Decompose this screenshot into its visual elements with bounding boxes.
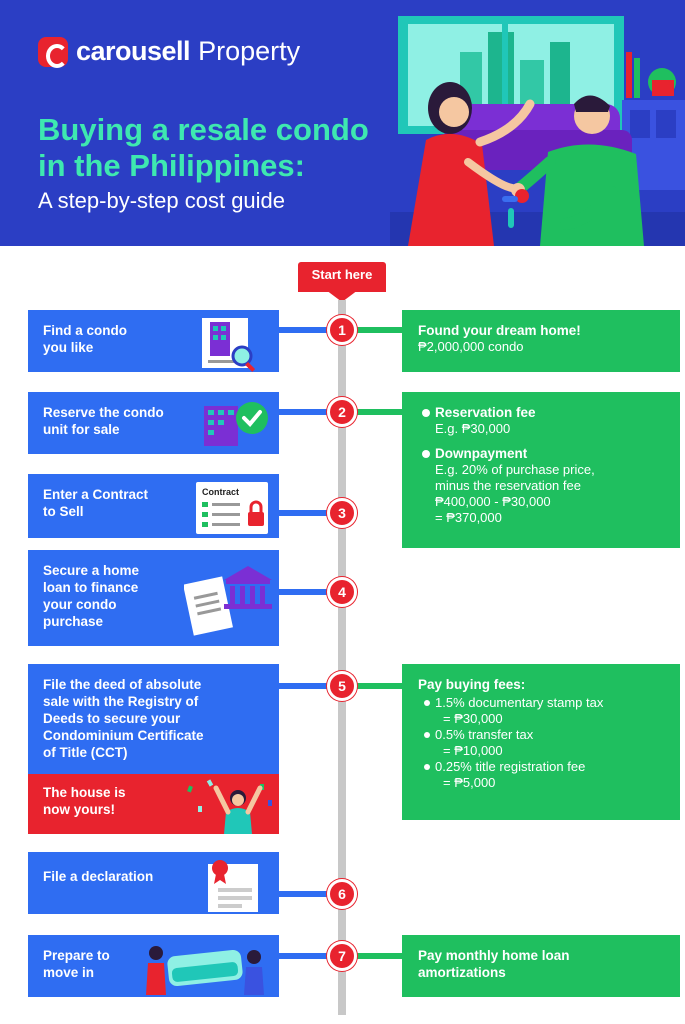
brand-suffix: Property — [198, 36, 301, 66]
connector-cost-5 — [352, 683, 402, 689]
downpayment-item: Downpayment E.g. 20% of purchase price, … — [422, 445, 664, 526]
bullet-dot — [422, 409, 430, 417]
connector-step-1 — [279, 327, 331, 333]
step-number-2: 2 — [327, 397, 357, 427]
bullet-dot — [424, 764, 430, 770]
step-label: Secure a home loan to finance your condo… — [43, 563, 140, 629]
step-card-find-condo: Find a condo you like — [28, 310, 279, 372]
contract-icon-text: Contract — [202, 487, 240, 497]
step-label: File the deed of absolute sale with the … — [43, 677, 204, 760]
celebrating-person-icon — [187, 779, 272, 834]
cost-title: Found your dream home! — [418, 323, 581, 338]
fee-item: 0.25% title registration fee = ₱5,000 — [424, 759, 664, 791]
start-here-badge: Start here — [298, 262, 386, 292]
step-label: File a declaration — [43, 869, 154, 884]
reservation-fee-item: Reservation fee E.g. ₱30,000 — [422, 404, 664, 437]
step-card-move-in: Prepare to move in — [28, 935, 279, 997]
brand-name: carousell — [76, 36, 191, 66]
step-number-3: 3 — [327, 498, 357, 528]
timeline-spine — [338, 300, 346, 1015]
couple-moving-sofa-icon — [146, 946, 264, 995]
brand-logo: carousell Property — [38, 36, 301, 68]
connector-step-5 — [279, 683, 331, 689]
step-number-1: 1 — [327, 315, 357, 345]
condo-search-icon — [202, 318, 256, 372]
connector-step-3 — [279, 510, 331, 516]
couple-keys-illustration — [390, 12, 685, 246]
contract-lock-icon: Contract — [196, 482, 268, 534]
bullet-dot — [424, 732, 430, 738]
step-label: Prepare to move in — [43, 948, 110, 980]
step-number-6: 6 — [327, 879, 357, 909]
connector-step-7 — [279, 953, 331, 959]
fee-item: 1.5% documentary stamp tax = ₱30,000 — [424, 695, 664, 727]
bank-document-icon — [184, 566, 272, 636]
cost-card-dream-home: Found your dream home! ₱2,000,000 condo — [402, 310, 680, 372]
connector-step-2 — [279, 409, 331, 415]
header-banner: carousell Property Buying a resale condo… — [0, 0, 685, 246]
bullet-dot — [424, 700, 430, 706]
certificate-icon — [208, 860, 258, 912]
step-card-home-loan: Secure a home loan to finance your condo… — [28, 550, 279, 646]
house-yours-banner: The house is now yours! — [28, 774, 279, 834]
reservation-fee-title: Reservation fee — [435, 405, 536, 420]
cost-text: ₱2,000,000 condo — [418, 339, 524, 354]
cost-card-reservation: Reservation fee E.g. ₱30,000 Downpayment… — [402, 392, 680, 548]
step-label: Enter a Contract to Sell — [43, 487, 149, 519]
start-here-pointer — [326, 290, 358, 302]
cost-card-buying-fees: Pay buying fees: 1.5% documentary stamp … — [402, 664, 680, 820]
house-yours-label: The house is now yours! — [43, 785, 126, 817]
connector-cost-1 — [352, 327, 402, 333]
downpayment-title: Downpayment — [435, 446, 528, 461]
carousell-logo-icon — [38, 36, 68, 68]
connector-cost-2 — [352, 409, 402, 415]
step-number-7: 7 — [327, 941, 357, 971]
fee-item: 0.5% transfer tax = ₱10,000 — [424, 727, 664, 759]
building-check-icon — [204, 402, 268, 446]
step-card-declaration: File a declaration — [28, 852, 279, 914]
title-line-2: in the Philippines: — [38, 148, 305, 183]
title-line-1: Buying a resale condo — [38, 112, 369, 147]
step-number-4: 4 — [327, 577, 357, 607]
step-card-file-deed: File the deed of absolute sale with the … — [28, 664, 279, 774]
cost-card-amortizations: Pay monthly home loan amortizations — [402, 935, 680, 997]
page-subtitle: A step-by-step cost guide — [38, 188, 286, 213]
buying-fees-title: Pay buying fees: — [418, 677, 526, 692]
connector-step-4 — [279, 589, 331, 595]
connector-step-6 — [279, 891, 331, 897]
connector-cost-7 — [352, 953, 402, 959]
step-card-reserve: Reserve the condo unit for sale — [28, 392, 279, 454]
step-number-5: 5 — [327, 671, 357, 701]
page-title: Buying a resale condo in the Philippines… — [38, 112, 369, 184]
bullet-dot — [422, 450, 430, 458]
step-label: Reserve the condo unit for sale — [43, 405, 164, 437]
step-card-contract: Enter a Contract to Sell Contract — [28, 474, 279, 538]
reservation-fee-text: E.g. ₱30,000 — [435, 421, 511, 436]
step-label: Find a condo you like — [43, 323, 127, 355]
